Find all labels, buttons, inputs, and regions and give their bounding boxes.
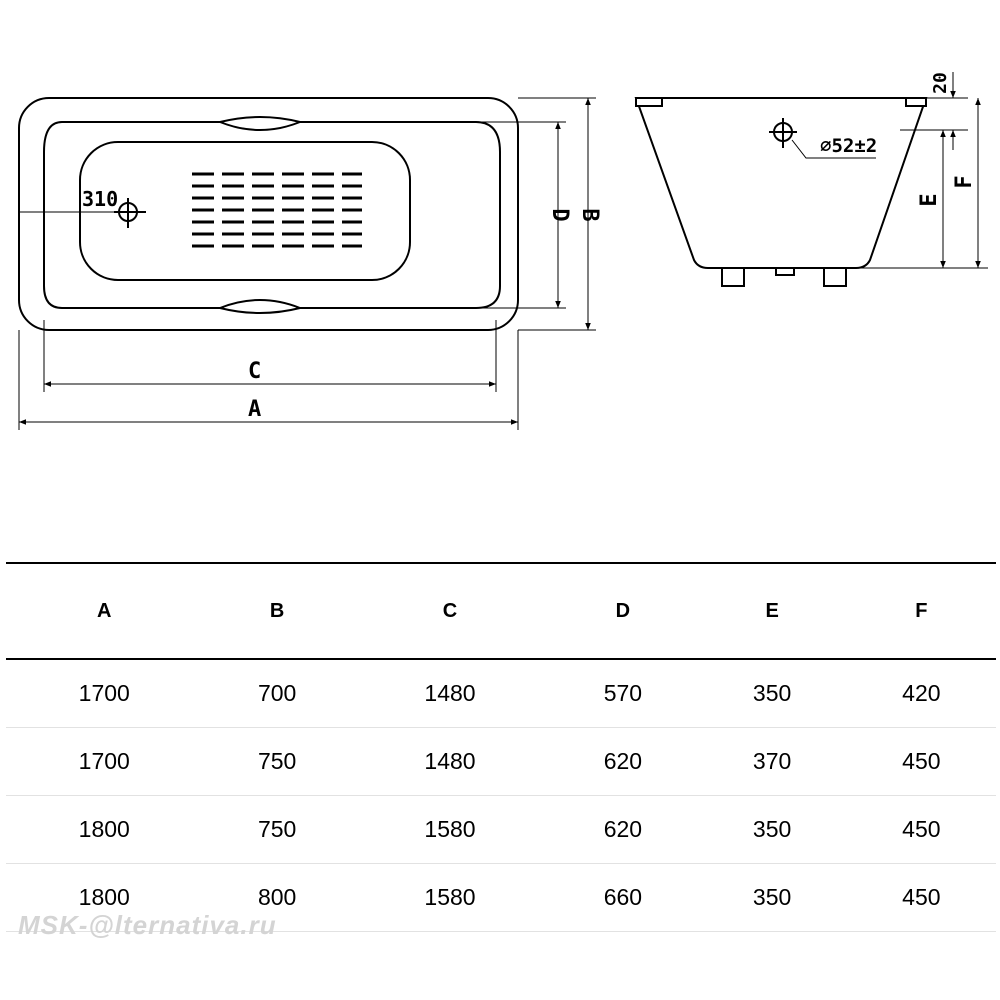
- drain-symbol-side: [769, 118, 797, 148]
- rim-lip-right: [905, 97, 927, 107]
- dimensions-table: A B C D E F 1700 700 1480 570 350 420 17…: [6, 562, 996, 932]
- top-view: [18, 97, 596, 430]
- label-dim-c: C: [248, 359, 261, 384]
- cell-f: 420: [902, 679, 941, 706]
- leg-right: [823, 267, 847, 287]
- label-dim-f: F: [952, 175, 977, 188]
- cell-c: 1580: [424, 883, 476, 910]
- table-row: 1800 750 1580 620 350 450: [6, 795, 996, 863]
- header-e: E: [765, 599, 779, 622]
- cell-a: 1800: [78, 815, 130, 842]
- bathtub-technical-drawing: 310 C A D B ⌀52±2 20 E F: [18, 72, 988, 430]
- header-f: F: [915, 599, 928, 622]
- header-a: A: [97, 599, 112, 622]
- header-row: A B C D E F: [6, 563, 996, 659]
- leg-left: [721, 267, 745, 287]
- cell-c: 1480: [424, 747, 476, 774]
- cell-c: 1480: [424, 679, 476, 706]
- cell-b: 700: [257, 679, 297, 706]
- cell-a: 1700: [78, 747, 130, 774]
- side-view: [634, 72, 988, 287]
- tub-outer-rim: [18, 97, 519, 331]
- cell-a: 1800: [78, 883, 130, 910]
- drain-symbol-top: [114, 198, 146, 228]
- table-row: 1800 800 1580 660 350 450: [6, 863, 996, 931]
- table-header: A B C D E F: [6, 563, 996, 659]
- cell-f: 450: [902, 883, 941, 910]
- rim-lip-left: [635, 97, 663, 107]
- cell-b: 750: [257, 747, 297, 774]
- dimension-lines-side: [860, 72, 988, 269]
- tub-side-profile: [634, 97, 928, 269]
- cell-f: 450: [902, 747, 941, 774]
- table-row: 1700 750 1480 620 370 450: [6, 727, 996, 795]
- label-drain-offset: 310: [82, 187, 118, 211]
- header-b: B: [269, 599, 285, 622]
- drain-outlet: [775, 267, 795, 276]
- cell-a: 1700: [78, 679, 130, 706]
- cell-e: 350: [752, 815, 792, 842]
- label-dim-b: B: [577, 208, 602, 221]
- table-body: 1700 700 1480 570 350 420 1700 750 1480 …: [6, 659, 996, 931]
- cell-b: 800: [257, 883, 297, 910]
- watermark-logo: MSK-@lternativa.ru: [18, 910, 277, 940]
- cell-b: 750: [257, 815, 297, 842]
- dimension-lines-top: [18, 97, 596, 430]
- drain-leader-line: [791, 139, 876, 159]
- tub-basin-floor: [79, 141, 411, 281]
- anti-slip-pattern: [192, 172, 362, 248]
- cell-d: 620: [603, 747, 643, 774]
- handle-bottom: [216, 299, 304, 314]
- cell-e: 350: [752, 679, 792, 706]
- label-drain-diameter: ⌀52±2: [820, 135, 877, 157]
- label-dim-a: A: [248, 397, 261, 422]
- handle-top: [216, 116, 304, 131]
- cell-d: 570: [603, 679, 643, 706]
- cell-d: 620: [603, 815, 643, 842]
- label-dim-e: E: [917, 193, 942, 206]
- cell-e: 370: [752, 747, 792, 774]
- cell-f: 450: [902, 815, 941, 842]
- cell-e: 350: [752, 883, 792, 910]
- table-row: 1700 700 1480 570 350 420: [6, 659, 996, 727]
- cell-d: 660: [603, 883, 643, 910]
- cell-c: 1580: [424, 815, 476, 842]
- header-d: D: [615, 599, 631, 622]
- header-c: C: [442, 599, 458, 622]
- label-dim-d: D: [547, 208, 572, 221]
- label-rim-height: 20: [930, 72, 951, 94]
- tub-inner-edge: [43, 121, 501, 309]
